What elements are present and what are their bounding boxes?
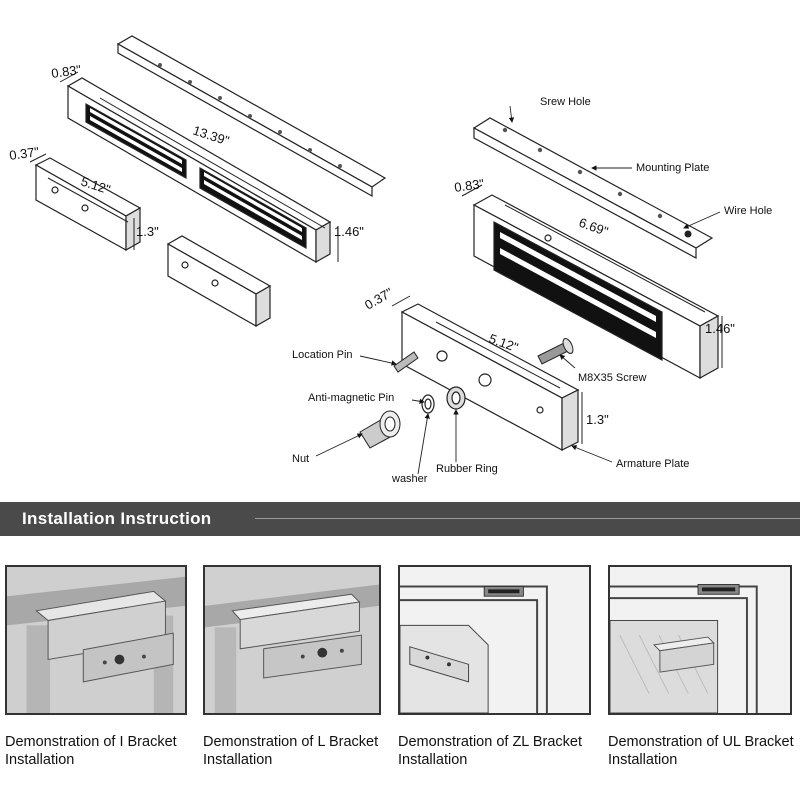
demo-ul-caption-line2: Installation — [608, 752, 678, 768]
single-armature-plate — [400, 303, 580, 452]
demo-l-caption-line1: Demonstration of L Bracket — [203, 734, 379, 750]
demo-zl-caption-line2: Installation — [398, 752, 468, 768]
product-diagram: 0.83" 13.39" 1.46" 0.37" 5.12" 1.3" 0.83… — [8, 35, 772, 485]
single-length-dim: 6.69" — [577, 215, 611, 239]
label-nut: Nut — [292, 453, 309, 465]
demo-zl-caption: Demonstration of ZL Bracket Installation — [398, 733, 598, 769]
demo-ul-caption-line1: Demonstration of UL Bracket — [608, 734, 794, 750]
label-wire-hole: Wire Hole — [724, 205, 772, 217]
double-plate-width-dim: 0.37" — [8, 144, 40, 163]
demo-i-caption: Demonstration of I Bracket Installation — [5, 733, 205, 769]
label-anti-magnetic-pin: Anti-magnetic Pin — [308, 392, 394, 404]
demo-l-caption-line2: Installation — [203, 752, 273, 768]
rubber-ring-part — [446, 386, 466, 410]
double-magnet-body — [66, 77, 332, 264]
demo-zl-caption-line1: Demonstration of ZL Bracket — [398, 734, 583, 750]
section-banner: Installation Instruction — [0, 502, 800, 536]
location-pin-part — [393, 351, 419, 373]
nut-part — [359, 410, 401, 449]
single-dimension-lines — [461, 184, 723, 368]
demo-l-bracket-image — [203, 565, 381, 715]
double-dimension-lines — [29, 71, 339, 262]
demo-i-caption-line1: Demonstration of I Bracket — [5, 734, 177, 750]
single-mounting-plate — [472, 117, 714, 260]
label-armature-plate: Armature Plate — [616, 458, 689, 470]
double-height-dim: 1.46" — [334, 224, 364, 239]
double-armature-plate-1 — [34, 157, 142, 252]
single-height-dim: 1.46" — [705, 321, 735, 336]
double-width-dim: 0.83" — [50, 62, 82, 81]
demo-l-caption: Demonstration of L Bracket Installation — [203, 733, 403, 769]
demo-i-bracket-image — [5, 565, 187, 715]
single-width-dim: 0.83" — [453, 176, 485, 195]
label-washer: washer — [391, 473, 428, 485]
demo-zl-bracket-image — [398, 565, 591, 715]
washer-part — [421, 394, 435, 414]
single-plate-width-dim: 0.37" — [362, 284, 396, 312]
screw-part — [537, 338, 574, 365]
label-screw-hole: Srew Hole — [540, 96, 591, 108]
demo-i-caption-line2: Installation — [5, 752, 75, 768]
double-armature-plate-2 — [166, 235, 272, 328]
single-magnet-body — [472, 194, 720, 380]
label-m8-screw: M8X35 Screw — [578, 372, 647, 384]
demo-ul-caption: Demonstration of UL Bracket Installation — [608, 733, 800, 769]
single-plate-height-dim: 1.3" — [586, 412, 609, 427]
label-mounting-plate: Mounting Plate — [636, 162, 709, 174]
label-location-pin: Location Pin — [292, 349, 353, 361]
double-plate-height-dim: 1.3" — [136, 224, 159, 239]
callout-leaders — [315, 105, 721, 475]
label-rubber-ring: Rubber Ring — [436, 463, 498, 475]
banner-rule — [255, 518, 800, 519]
double-mounting-plate — [116, 35, 387, 198]
demo-ul-bracket-image — [608, 565, 792, 715]
section-title: Installation Instruction — [22, 509, 212, 528]
